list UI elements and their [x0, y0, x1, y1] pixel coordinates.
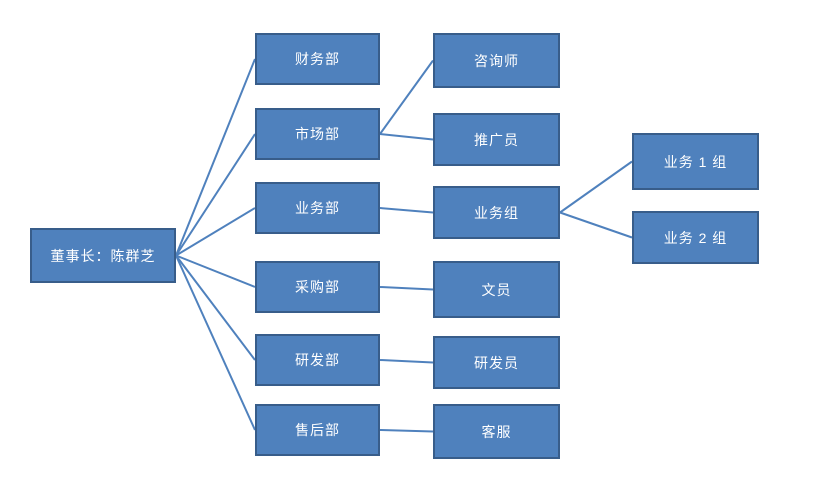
- org-node-label: 业务部: [295, 200, 340, 216]
- org-node-bizgroup1[interactable]: 业务 1 组: [632, 133, 759, 190]
- org-edge-purchasing-clerk: [379, 286, 434, 291]
- org-edge-chairman-business: [175, 207, 256, 257]
- org-edge-marketing-promoter: [379, 133, 434, 141]
- org-node-label: 咨询师: [474, 52, 519, 69]
- org-edge-chairman-marketing: [175, 133, 256, 257]
- org-node-bizgroup2[interactable]: 业务 2 组: [632, 211, 759, 264]
- org-node-bizgroup[interactable]: 业务组: [433, 186, 560, 239]
- org-node-label: 业务 1 组: [663, 153, 728, 170]
- org-node-label: 文员: [481, 281, 512, 298]
- org-node-aftersales[interactable]: 售后部: [255, 404, 380, 456]
- org-edge-bizgroup-bizgroup1: [559, 160, 633, 214]
- org-edge-chairman-finance: [175, 58, 256, 256]
- org-node-label: 业务 2 组: [663, 229, 728, 246]
- org-node-label: 研发部: [295, 352, 340, 368]
- org-node-label: 售后部: [295, 422, 340, 438]
- org-node-label: 市场部: [295, 126, 340, 142]
- org-edge-chairman-purchasing: [175, 254, 256, 288]
- org-node-consultant[interactable]: 咨询师: [433, 33, 560, 88]
- org-edge-marketing-consultant: [379, 59, 434, 135]
- org-node-label: 董事长：陈群芝: [50, 247, 156, 264]
- org-edge-bizgroup-bizgroup2: [559, 211, 633, 239]
- org-node-purchasing[interactable]: 采购部: [255, 261, 380, 313]
- org-edge-rnd-rndstaff: [379, 359, 434, 364]
- org-node-label: 业务组: [474, 204, 519, 221]
- org-edge-chairman-aftersales: [175, 255, 256, 431]
- org-node-rndstaff[interactable]: 研发员: [433, 336, 560, 389]
- org-edge-aftersales-service: [379, 429, 434, 433]
- org-node-promoter[interactable]: 推广员: [433, 113, 560, 166]
- org-node-label: 研发员: [474, 354, 519, 371]
- org-node-label: 采购部: [295, 279, 340, 295]
- org-node-chairman[interactable]: 董事长：陈群芝: [30, 228, 176, 283]
- org-node-clerk[interactable]: 文员: [433, 261, 560, 318]
- org-edge-chairman-rnd: [175, 254, 256, 361]
- org-node-business[interactable]: 业务部: [255, 182, 380, 234]
- org-edge-business-bizgroup: [379, 207, 434, 214]
- org-node-label: 客服: [481, 423, 512, 440]
- org-node-label: 财务部: [295, 51, 340, 67]
- org-node-marketing[interactable]: 市场部: [255, 108, 380, 160]
- org-node-finance[interactable]: 财务部: [255, 33, 380, 85]
- org-node-label: 推广员: [474, 131, 519, 148]
- org-node-rnd[interactable]: 研发部: [255, 334, 380, 386]
- org-node-service[interactable]: 客服: [433, 404, 560, 459]
